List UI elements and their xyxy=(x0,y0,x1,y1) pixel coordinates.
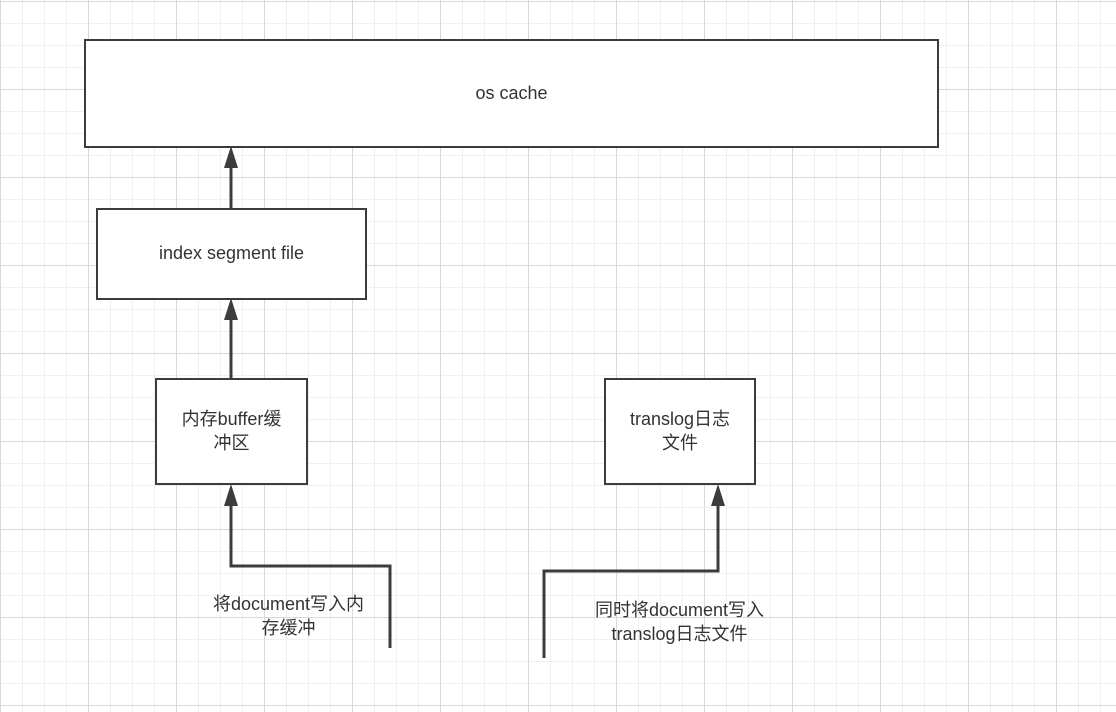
node-memory-buffer-label: 内存buffer缓 冲区 xyxy=(181,408,282,453)
node-index-segment-file-label: index segment file xyxy=(158,243,305,264)
edge-buffer-to-segment xyxy=(224,298,238,378)
edge-label-write-to-buffer: 将document写入内 存缓冲 xyxy=(212,594,365,639)
edge-segment-to-oscache xyxy=(224,146,238,208)
node-translog-file-label: translog日志 文件 xyxy=(629,408,731,453)
node-index-segment-file[interactable]: index segment file xyxy=(96,208,367,300)
edge-label-write-to-translog: 同时将document写入 translog日志文件 xyxy=(594,600,765,645)
node-os-cache[interactable]: os cache xyxy=(84,39,939,148)
node-memory-buffer[interactable]: 内存buffer缓 冲区 xyxy=(155,378,308,485)
node-translog-file[interactable]: translog日志 文件 xyxy=(604,378,756,485)
node-os-cache-label: os cache xyxy=(475,82,548,103)
